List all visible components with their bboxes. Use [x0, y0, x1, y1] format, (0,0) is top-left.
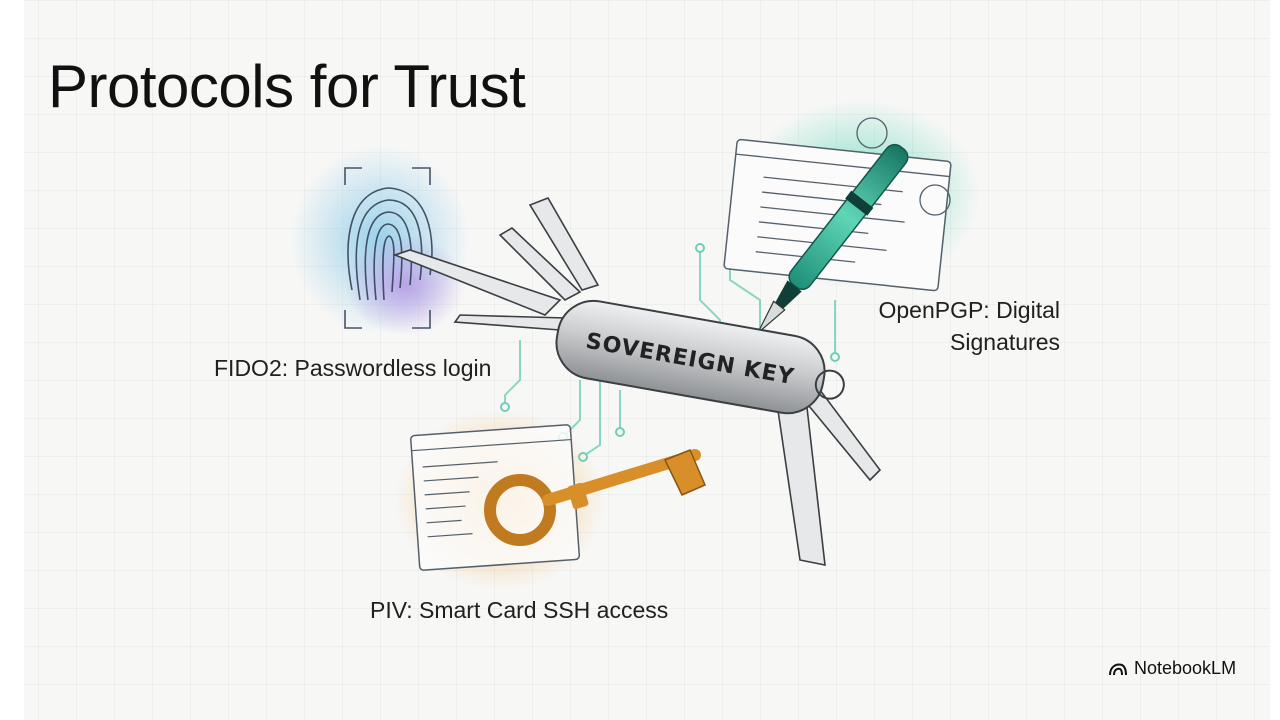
brand-watermark: NotebookLM [1108, 658, 1236, 679]
notebooklm-logo-icon [1109, 663, 1127, 675]
fingerprint-icon [290, 145, 470, 335]
openpgp-label: OpenPGP: Digital Signatures [840, 294, 1060, 358]
brand-name: NotebookLM [1134, 658, 1237, 678]
knife-body: SOVEREIGN KEY [555, 299, 845, 415]
openpgp-label-line2: Signatures [950, 329, 1060, 355]
piv-label: PIV: Smart Card SSH access [370, 597, 669, 623]
golden-key-icon [484, 449, 706, 546]
openpgp-label-line1: OpenPGP: Digital [878, 297, 1060, 323]
fountain-pen-icon [757, 143, 909, 334]
slide-title: Protocols for Trust [48, 53, 526, 120]
fido2-label: FIDO2: Passwordless login [214, 355, 492, 381]
